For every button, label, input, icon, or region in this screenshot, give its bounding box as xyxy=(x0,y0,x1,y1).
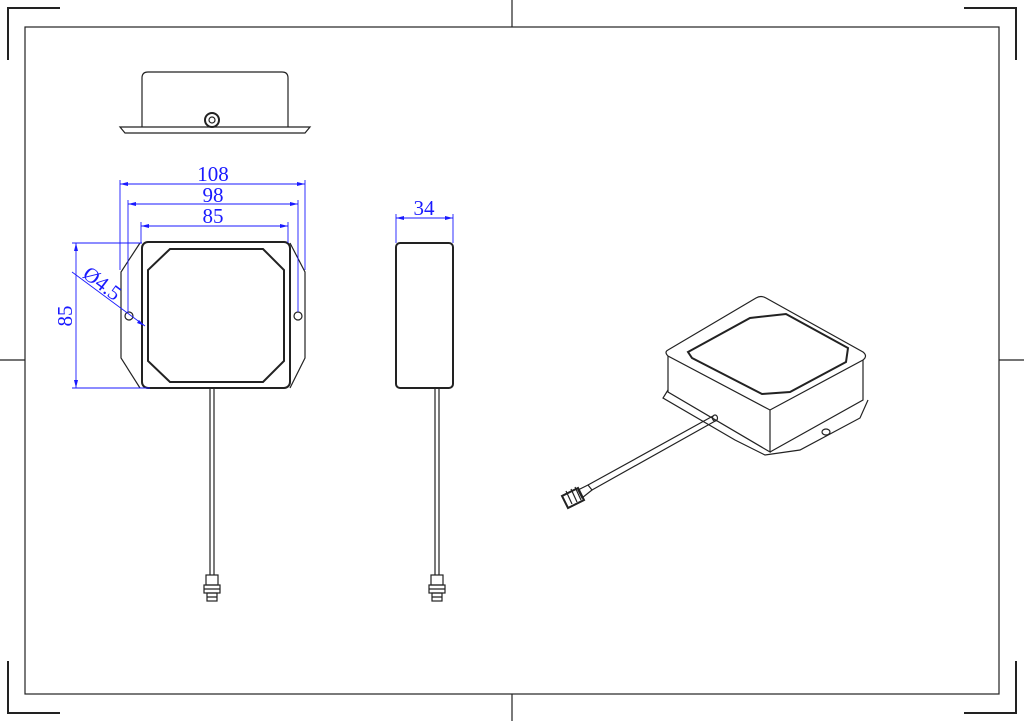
dim-hole-spacing: 98 xyxy=(203,183,224,207)
isometric-view xyxy=(560,295,869,510)
top-view xyxy=(118,71,312,134)
sma-connector-iso xyxy=(560,484,593,510)
dim-body-height: 85 xyxy=(53,306,77,327)
front-view xyxy=(120,241,306,602)
dimensions: 108 98 85 85 Ø4.5 34 xyxy=(53,162,454,389)
mount-hole-left xyxy=(124,311,134,321)
dim-body-width: 85 xyxy=(203,204,224,228)
side-view xyxy=(395,242,454,602)
sma-connector-side xyxy=(428,574,446,602)
dim-hole-diameter: Ø4.5 xyxy=(78,261,126,305)
mount-hole-right xyxy=(293,311,303,321)
sma-connector-front xyxy=(203,574,221,602)
dim-thickness: 34 xyxy=(414,196,436,220)
dim-overall-width: 108 xyxy=(197,162,229,186)
